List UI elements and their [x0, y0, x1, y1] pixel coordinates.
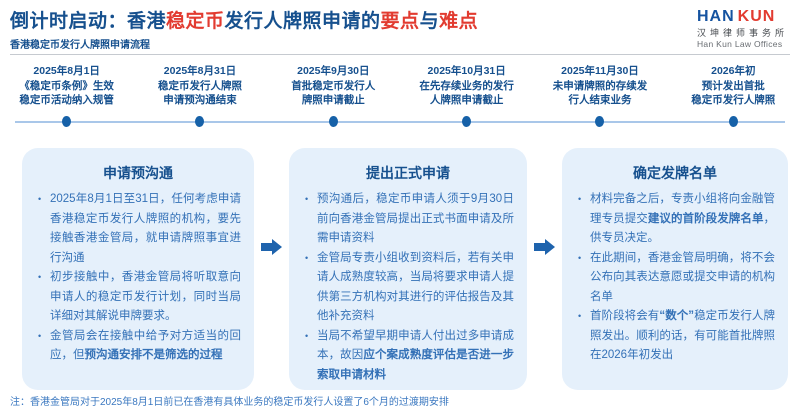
timeline-dot [195, 115, 205, 127]
card-license-list: 确定发牌名单 材料完备之后，专责小组将向金融管理专员提交建议的首阶段发牌名单，供… [562, 148, 788, 390]
timeline-item: 2025年8月31日稳定币发行人牌照申请预沟通结束 [157, 65, 242, 106]
timeline: 2025年8月1日《稳定币条例》生效稳定币活动纳入规管 2025年8月31日稳定币… [0, 64, 800, 129]
bullet-item: 当局不希望早期申请人付出过多申请成本，故因应个案成熟度评估是否进一步索取申请材料 [302, 327, 514, 386]
timeline-dot [728, 115, 738, 127]
header-divider [10, 54, 790, 55]
timeline-item: 2025年11月30日未申请牌照的存续发行人结束业务 [552, 65, 648, 106]
card-title: 申请预沟通 [103, 165, 173, 181]
timeline-dot [462, 115, 472, 127]
card-title: 确定发牌名单 [633, 165, 717, 181]
timeline-track [0, 115, 800, 129]
timeline-dot [328, 115, 338, 127]
timeline-item: 2026年初预计发出首批稳定币发行人牌照 [691, 65, 776, 106]
bullet-item: 金管局会在接触中给予对方适当的回应，但预沟通安排不是筛选的过程 [35, 327, 241, 366]
card-formal-application: 提出正式申请 预沟通后，稳定币申请人须于9月30日前向香港金管局提出正式书面申请… [289, 148, 527, 390]
arrow-right-icon [261, 239, 282, 255]
timeline-item: 2025年8月1日《稳定币条例》生效稳定币活动纳入规管 [19, 65, 114, 106]
cards-row: 申请预沟通 2025年8月1日至31日，任何考虑申请香港稳定币发行人牌照的机构，… [22, 148, 788, 390]
card-bullets: 2025年8月1日至31日，任何考虑申请香港稳定币发行人牌照的机构，要先接触香港… [35, 190, 241, 366]
bullet-item: 2025年8月1日至31日，任何考虑申请香港稳定币发行人牌照的机构，要先接触香港… [35, 190, 241, 268]
logo-cn-name: 汉坤律师事务所 [696, 27, 788, 38]
logo-wordmark-right: KUN [737, 8, 776, 25]
card-bullets: 预沟通后，稳定币申请人须于9月30日前向香港金管局提出正式书面申请及所需申请资料… [302, 190, 514, 385]
logo-en-name: Han Kun Law Offices [696, 39, 783, 50]
card-bullets: 材料完备之后，专责小组将向金融管理专员提交建议的首阶段发牌名单，供专员决定。在此… [575, 190, 775, 366]
timeline-dots [0, 115, 800, 129]
logo-wordmark-left: HAN [696, 8, 735, 25]
bullet-item: 初步接触中，香港金管局将听取意向申请人的稳定币发行计划，同时当局详细对其解说申牌… [35, 268, 241, 327]
card-title: 提出正式申请 [366, 165, 450, 181]
footnote: 注：香港金管局对于2025年8月1日前已在香港有具体业务的稳定币发行人设置了6个… [10, 397, 449, 408]
page-subtitle: 香港稳定币发行人牌照申请流程 [10, 40, 150, 51]
bullet-item: 首阶段将会有“数个”稳定币发行人牌照发出。顺利的话，有可能首批牌照在2026年初… [575, 307, 775, 366]
arrow-right-icon [534, 239, 555, 255]
timeline-dot [595, 115, 605, 127]
timeline-line [15, 120, 785, 123]
page-title: 倒计时启动：香港稳定币发行人牌照申请的要点与难点 [10, 11, 479, 32]
bullet-item: 预沟通后，稳定币申请人须于9月30日前向香港金管局提出正式书面申请及所需申请资料 [302, 190, 514, 249]
timeline-items: 2025年8月1日《稳定币条例》生效稳定币活动纳入规管 2025年8月31日稳定币… [0, 64, 800, 108]
timeline-item: 2025年10月31日在先存续业务的发行人牌照申请截止 [419, 65, 514, 106]
card-pre-communication: 申请预沟通 2025年8月1日至31日，任何考虑申请香港稳定币发行人牌照的机构，… [22, 148, 254, 390]
bullet-item: 在此期间，香港金管局明确，将不会公布向其表达意愿或提交申请的机构名单 [575, 249, 775, 308]
bullet-item: 金管局专责小组收到资料后，若有关申请人成熟度较高，当局将要求申请人提供第三方机构… [302, 249, 514, 327]
timeline-item: 2025年9月30日首批稳定币发行人牌照申请截止 [291, 65, 376, 106]
timeline-dot [62, 115, 72, 127]
bullet-item: 材料完备之后，专责小组将向金融管理专员提交建议的首阶段发牌名单，供专员决定。 [575, 190, 775, 249]
